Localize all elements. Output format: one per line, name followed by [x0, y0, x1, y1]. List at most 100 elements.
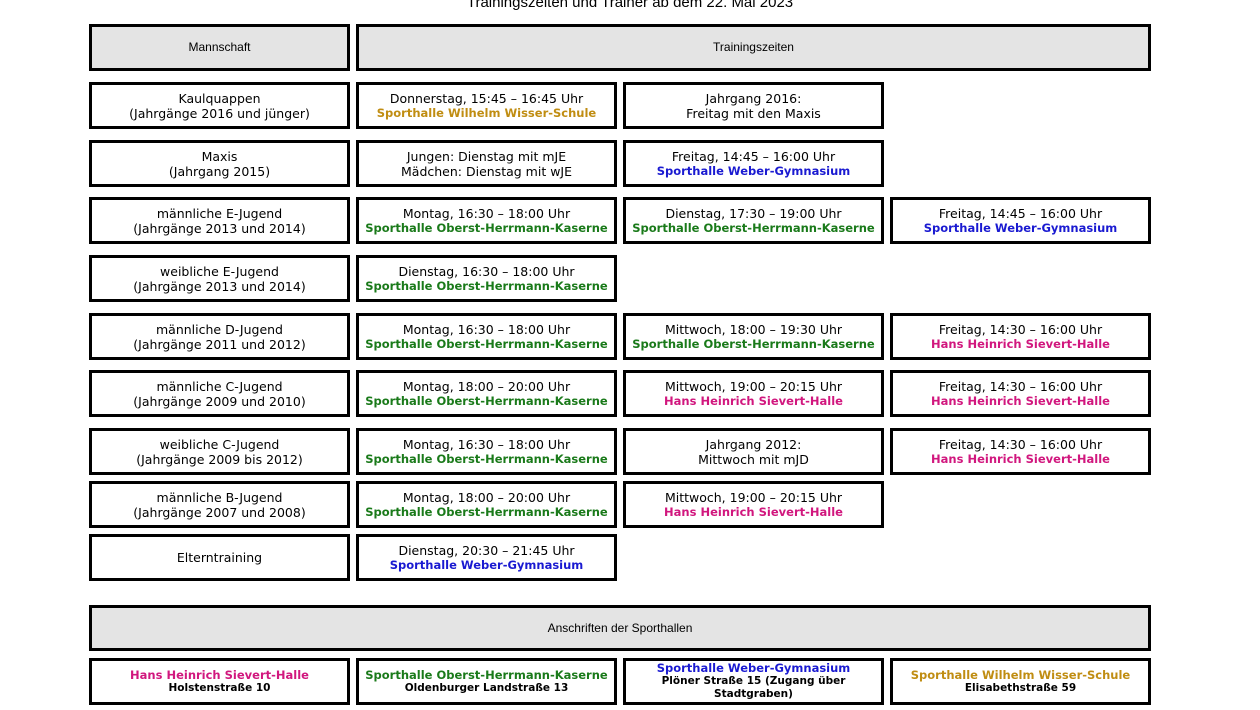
team-name: männliche C-Jugend	[156, 378, 283, 394]
slot-time: Jungen: Dienstag mit mJE	[406, 148, 567, 164]
training-slot: Jahrgang 2016:Freitag mit den Maxis	[623, 82, 884, 129]
team-cell: männliche D-Jugend(Jahrgänge 2011 und 20…	[89, 313, 350, 360]
team-years: (Jahrgang 2015)	[168, 163, 271, 179]
team-cell: Elterntraining	[89, 534, 350, 581]
slot-location: Sporthalle Oberst-Herrmann-Kaserne	[365, 278, 608, 293]
team-years: (Jahrgänge 2007 und 2008)	[133, 504, 306, 520]
hall-name: Sporthalle Weber-Gymnasium	[656, 661, 851, 675]
team-name: weibliche E-Jugend	[160, 263, 279, 279]
slot-time: Freitag, 14:45 – 16:00 Uhr	[671, 148, 836, 164]
slot-location: Sporthalle Wilhelm Wisser-Schule	[376, 105, 597, 120]
slot-location: Sporthalle Oberst-Herrmann-Kaserne	[632, 336, 875, 351]
slot-time: Montag, 16:30 – 18:00 Uhr	[402, 321, 571, 337]
team-years: (Jahrgänge 2009 und 2010)	[133, 393, 306, 409]
slot-time: Donnerstag, 15:45 – 16:45 Uhr	[389, 90, 584, 106]
slot-note: Mittwoch mit mJD	[698, 451, 809, 467]
team-name: weibliche C-Jugend	[159, 436, 280, 452]
slot-time: Mittwoch, 19:00 – 20:15 Uhr	[664, 378, 843, 394]
slot-location: Sporthalle Weber-Gymnasium	[923, 220, 1118, 235]
team-years: (Jahrgänge 2016 und jünger)	[129, 105, 310, 121]
team-name: Kaulquappen	[178, 90, 261, 106]
page-title: Trainingszeiten und Trainer ab dem 22. M…	[466, 0, 794, 11]
slot-location: Hans Heinrich Sievert-Halle	[931, 451, 1110, 466]
hall-street: Oldenburger Landstraße 13	[404, 681, 569, 694]
header-times: Trainingszeiten	[356, 24, 1151, 71]
hall-street: Holstenstraße 10	[168, 681, 271, 694]
hall-name: Hans Heinrich Sievert-Halle	[130, 667, 309, 682]
slot-time: Mittwoch, 18:00 – 19:30 Uhr	[664, 321, 843, 337]
slot-location: Hans Heinrich Sievert-Halle	[931, 393, 1110, 408]
slot-time: Montag, 18:00 – 20:00 Uhr	[402, 489, 571, 505]
slot-location: Sporthalle Oberst-Herrmann-Kaserne	[365, 504, 608, 519]
team-name: männliche E-Jugend	[156, 205, 283, 221]
team-years: (Jahrgänge 2009 bis 2012)	[136, 451, 303, 467]
slot-time: Mittwoch, 19:00 – 20:15 Uhr	[664, 489, 843, 505]
header-team: Mannschaft	[89, 24, 350, 71]
team-cell: männliche B-Jugend(Jahrgänge 2007 und 20…	[89, 481, 350, 528]
slot-time: Dienstag, 17:30 – 19:00 Uhr	[665, 205, 842, 221]
slot-time: Jahrgang 2012:	[705, 436, 802, 452]
slot-location: Sporthalle Oberst-Herrmann-Kaserne	[632, 220, 875, 235]
team-cell: männliche C-Jugend(Jahrgänge 2009 und 20…	[89, 370, 350, 417]
team-name: Elterntraining	[176, 550, 263, 565]
hall-street: Elisabethstraße 59	[964, 681, 1077, 694]
slot-time: Freitag, 14:30 – 16:00 Uhr	[938, 436, 1103, 452]
team-cell: Kaulquappen(Jahrgänge 2016 und jünger)	[89, 82, 350, 129]
slot-time: Dienstag, 20:30 – 21:45 Uhr	[398, 542, 575, 558]
slot-location: Sporthalle Weber-Gymnasium	[389, 557, 584, 572]
slot-location: Sporthalle Oberst-Herrmann-Kaserne	[365, 451, 608, 466]
slot-note: Mädchen: Dienstag mit wJE	[401, 163, 572, 179]
team-years: (Jahrgänge 2013 und 2014)	[133, 220, 306, 236]
hall-street: Plöner Straße 15 (Zugang über Stadtgrabe…	[661, 675, 846, 700]
slot-note: Freitag mit den Maxis	[686, 105, 821, 121]
slot-time: Freitag, 14:45 – 16:00 Uhr	[938, 205, 1103, 221]
slot-time: Jahrgang 2016:	[705, 90, 802, 106]
slot-time: Montag, 18:00 – 20:00 Uhr	[402, 378, 571, 394]
slot-location: Sporthalle Weber-Gymnasium	[656, 163, 851, 178]
slot-location: Sporthalle Oberst-Herrmann-Kaserne	[365, 220, 608, 235]
slot-time: Freitag, 14:30 – 16:00 Uhr	[938, 378, 1103, 394]
team-years: (Jahrgänge 2011 und 2012)	[133, 336, 306, 352]
team-cell: Maxis(Jahrgang 2015)	[89, 140, 350, 187]
team-years: (Jahrgänge 2013 und 2014)	[133, 278, 306, 294]
training-slot: Jahrgang 2012:Mittwoch mit mJD	[623, 428, 884, 475]
slot-location: Sporthalle Oberst-Herrmann-Kaserne	[365, 393, 608, 408]
slot-location: Hans Heinrich Sievert-Halle	[664, 393, 843, 408]
team-cell: männliche E-Jugend(Jahrgänge 2013 und 20…	[89, 197, 350, 244]
team-name: männliche D-Jugend	[155, 321, 283, 337]
slot-time: Montag, 16:30 – 18:00 Uhr	[402, 436, 571, 452]
slot-time: Dienstag, 16:30 – 18:00 Uhr	[398, 263, 575, 279]
team-name: Maxis	[201, 148, 238, 164]
slot-location: Hans Heinrich Sievert-Halle	[664, 504, 843, 519]
slot-location: Hans Heinrich Sievert-Halle	[931, 336, 1110, 351]
addresses-header: Anschriften der Sporthallen	[89, 605, 1151, 651]
hall-name: Sporthalle Wilhelm Wisser-Schule	[910, 667, 1131, 682]
team-name: männliche B-Jugend	[156, 489, 283, 505]
slot-time: Freitag, 14:30 – 16:00 Uhr	[938, 321, 1103, 337]
team-cell: weibliche E-Jugend(Jahrgänge 2013 und 20…	[89, 255, 350, 302]
hall-name: Sporthalle Oberst-Herrmann-Kaserne	[365, 667, 608, 682]
slot-location: Sporthalle Oberst-Herrmann-Kaserne	[365, 336, 608, 351]
slot-time: Montag, 16:30 – 18:00 Uhr	[402, 205, 571, 221]
